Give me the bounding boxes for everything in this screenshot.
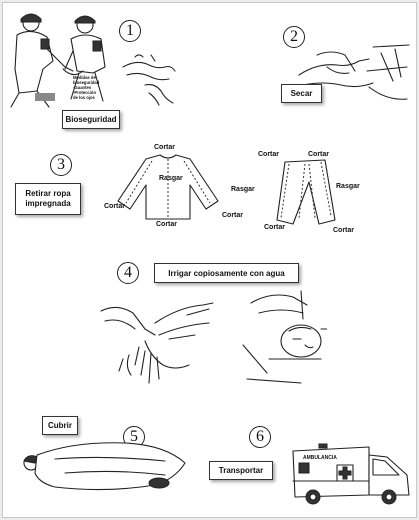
- irrigating-arm-illustration: [100, 302, 214, 384]
- pants-cut-top-right: Cortar: [308, 151, 330, 158]
- drying-hands-illustration: [298, 44, 410, 100]
- shirt-cut-bottom: Cortar: [156, 221, 178, 228]
- step-1-label: Bioseguridad: [62, 110, 120, 129]
- step-1-number: 1: [119, 20, 141, 42]
- step-3-number: 3: [50, 154, 72, 176]
- step-5-label: Cubrir: [42, 416, 78, 435]
- washing-hands-illustration: [122, 54, 176, 106]
- shirt-cut-left: Cortar: [104, 203, 126, 210]
- covered-person-illustration: [23, 442, 186, 491]
- irrigating-eye-illustration: [242, 290, 327, 384]
- bioseguridad-caption: Medidas de bioseguridad -Guantes -Protec…: [73, 75, 100, 100]
- step-6-number: 6: [249, 426, 271, 448]
- step-6-label: Transportar: [209, 461, 273, 480]
- ambulance-illustration: [292, 443, 410, 505]
- shirt-cut-right: Cortar: [222, 212, 244, 219]
- pants-illustration: [276, 159, 336, 225]
- shirt-cut-top: Cortar: [154, 144, 176, 151]
- pants-tear-right: Rasgar: [336, 183, 360, 190]
- shirt-illustration: [117, 154, 219, 220]
- shirt-tear-center: Rasgar: [159, 175, 183, 182]
- step-2-label: Secar: [281, 84, 322, 103]
- rescuers-illustration: [10, 13, 106, 108]
- ambulance-text: AMBULANCIA: [303, 455, 337, 461]
- pants-cut-bottom-right: Cortar: [333, 227, 355, 234]
- step-4-number: 4: [117, 262, 139, 284]
- pants-tear-left: Rasgar: [231, 186, 255, 193]
- pants-cut-bottom-left: Cortar: [264, 224, 286, 231]
- pants-cut-top-left: Cortar: [258, 151, 280, 158]
- step-2-number: 2: [283, 26, 305, 48]
- step-3-label: Retirar ropa impregnada: [15, 183, 81, 215]
- step-4-label: Irrigar copiosamente con agua: [154, 263, 299, 283]
